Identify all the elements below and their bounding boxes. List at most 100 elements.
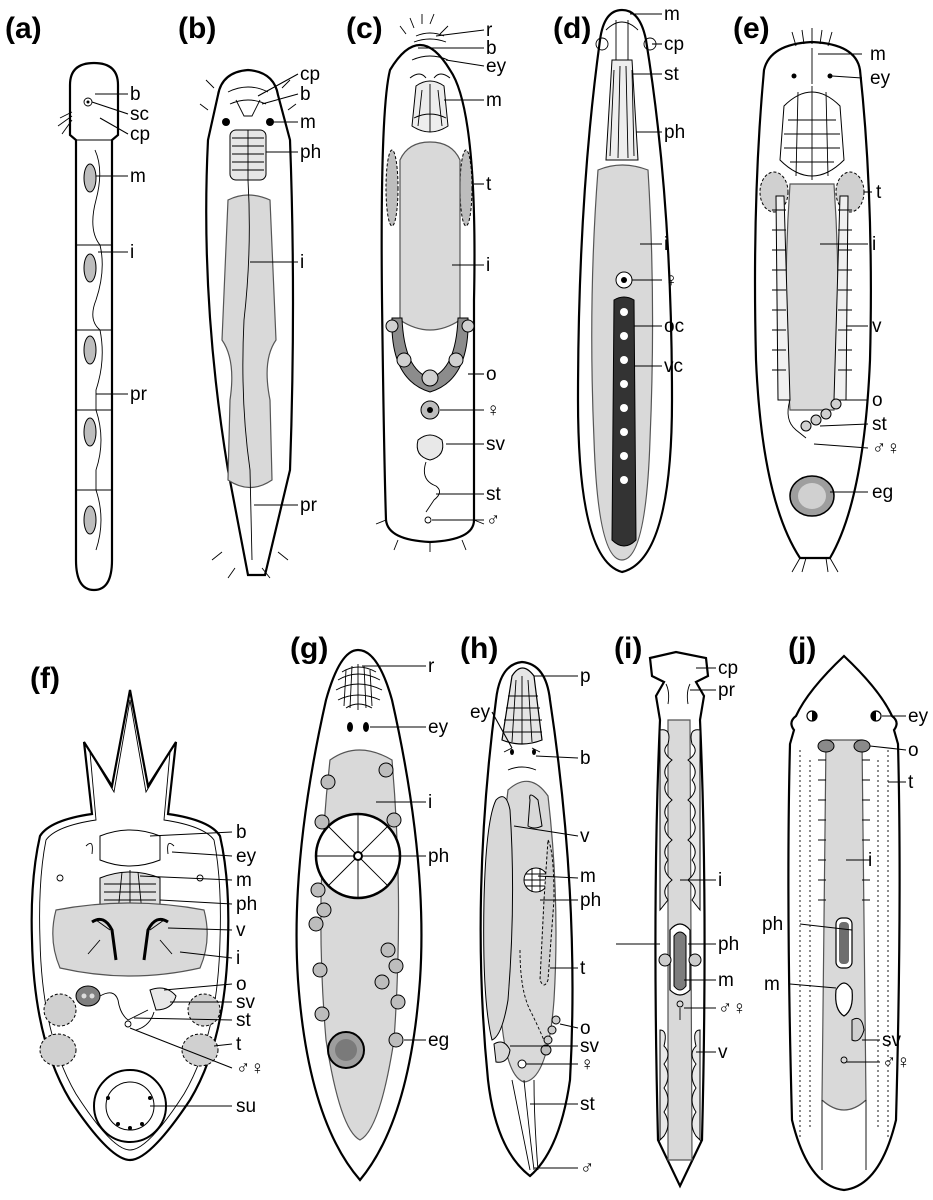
label-cp: cp — [718, 658, 738, 679]
testis — [386, 150, 398, 226]
panel-a: (a) b sc cp m i pr — [5, 12, 150, 590]
label-male-female: ♂♀ — [882, 1052, 911, 1073]
label-o: o — [872, 390, 883, 411]
label-i: i — [486, 255, 490, 276]
label-male: ♂ — [486, 510, 500, 531]
label-v: v — [580, 826, 590, 847]
label-pr: pr — [300, 495, 318, 516]
label-m: m — [236, 870, 252, 891]
label-m: m — [870, 44, 886, 65]
label-i: i — [300, 252, 304, 273]
label-pr: pr — [130, 384, 148, 405]
label-eg: eg — [872, 482, 893, 503]
label-st: st — [580, 1094, 596, 1115]
panel-j: (j) ey o t i ph m sv ♂♀ — [762, 632, 929, 1190]
label-vc: vc — [664, 356, 683, 377]
label-m: m — [580, 866, 596, 887]
label-ph: ph — [428, 846, 449, 867]
label-ey: ey — [470, 702, 491, 723]
label-ph: ph — [236, 894, 257, 915]
label-ey: ey — [236, 846, 257, 867]
label-r: r — [428, 656, 435, 677]
panel-d: (d) m cp st ph i ♀ oc vc — [553, 4, 685, 572]
label-ey: ey — [870, 68, 891, 89]
intestine-segment — [84, 164, 96, 192]
label-v: v — [718, 1042, 728, 1063]
panel-label-e: (e) — [733, 12, 770, 45]
panel-label-a: (a) — [5, 12, 42, 45]
label-m: m — [130, 166, 146, 187]
label-t: t — [876, 182, 882, 203]
label-b: b — [130, 84, 141, 105]
panel-g: (g) r ey i ph eg — [290, 632, 449, 1180]
label-ey: ey — [486, 56, 507, 77]
ovary — [818, 740, 834, 752]
label-t: t — [908, 772, 914, 793]
label-i: i — [428, 792, 432, 813]
label-ph: ph — [762, 914, 783, 935]
label-st: st — [236, 1010, 252, 1031]
panel-label-b: (b) — [178, 12, 216, 45]
panel-label-f: (f) — [30, 662, 60, 695]
label-female: ♀ — [486, 400, 500, 421]
label-female: ♀ — [580, 1054, 594, 1075]
panel-label-h: (h) — [460, 632, 498, 665]
label-female: ♀ — [664, 270, 678, 291]
label-m: m — [718, 970, 734, 991]
label-sv: sv — [882, 1030, 902, 1051]
label-ey: ey — [428, 717, 449, 738]
label-male: ♂ — [580, 1158, 594, 1179]
panel-h: (h) p ey b v m — [460, 632, 601, 1179]
label-ey: ey — [908, 706, 929, 727]
panel-label-j: (j) — [788, 632, 816, 665]
label-t: t — [580, 958, 586, 979]
label-ph: ph — [300, 142, 321, 163]
label-i: i — [236, 948, 240, 969]
panel-b: (b) cp b m ph i pr — [178, 12, 321, 578]
label-m: m — [300, 112, 316, 133]
label-ph: ph — [718, 934, 739, 955]
label-o: o — [486, 364, 497, 385]
panel-f: (f) b ey m — [30, 662, 265, 1160]
label-ph: ph — [664, 122, 685, 143]
testis — [44, 994, 76, 1026]
label-male-female: ♂♀ — [718, 998, 747, 1019]
label-eg: eg — [428, 1030, 449, 1051]
intestine — [53, 903, 207, 976]
label-st: st — [872, 414, 888, 435]
label-o: o — [908, 740, 919, 761]
label-b: b — [236, 822, 247, 843]
label-pr: pr — [718, 680, 736, 701]
intestine — [400, 142, 460, 330]
label-i: i — [664, 234, 668, 255]
label-st: st — [664, 64, 680, 85]
label-cp: cp — [300, 64, 320, 85]
label-male-female: ♂♀ — [872, 438, 901, 459]
panel-i: (i) cp pr i ph m ♂♀ v — [614, 632, 747, 1186]
intestine — [786, 184, 838, 410]
label-su: su — [236, 1096, 256, 1117]
egg — [389, 1033, 403, 1047]
label-oc: oc — [664, 316, 684, 337]
label-m: m — [486, 90, 502, 111]
label-male-female: ♂♀ — [236, 1058, 265, 1079]
label-cp: cp — [664, 34, 684, 55]
label-p: p — [580, 666, 591, 687]
panel-c: (c) r b ey m t i — [346, 12, 507, 552]
label-i: i — [718, 870, 722, 891]
label-sv: sv — [486, 434, 506, 455]
label-b: b — [300, 84, 311, 105]
label-v: v — [236, 920, 246, 941]
panel-label-g: (g) — [290, 632, 328, 665]
label-m: m — [664, 4, 680, 25]
label-v: v — [872, 316, 882, 337]
label-b: b — [580, 748, 591, 769]
label-t: t — [486, 174, 492, 195]
label-i: i — [130, 242, 134, 263]
label-i: i — [872, 234, 876, 255]
label-m: m — [764, 974, 780, 995]
label-sc: sc — [130, 104, 149, 125]
label-i: i — [868, 850, 872, 871]
panel-label-c: (c) — [346, 12, 383, 45]
